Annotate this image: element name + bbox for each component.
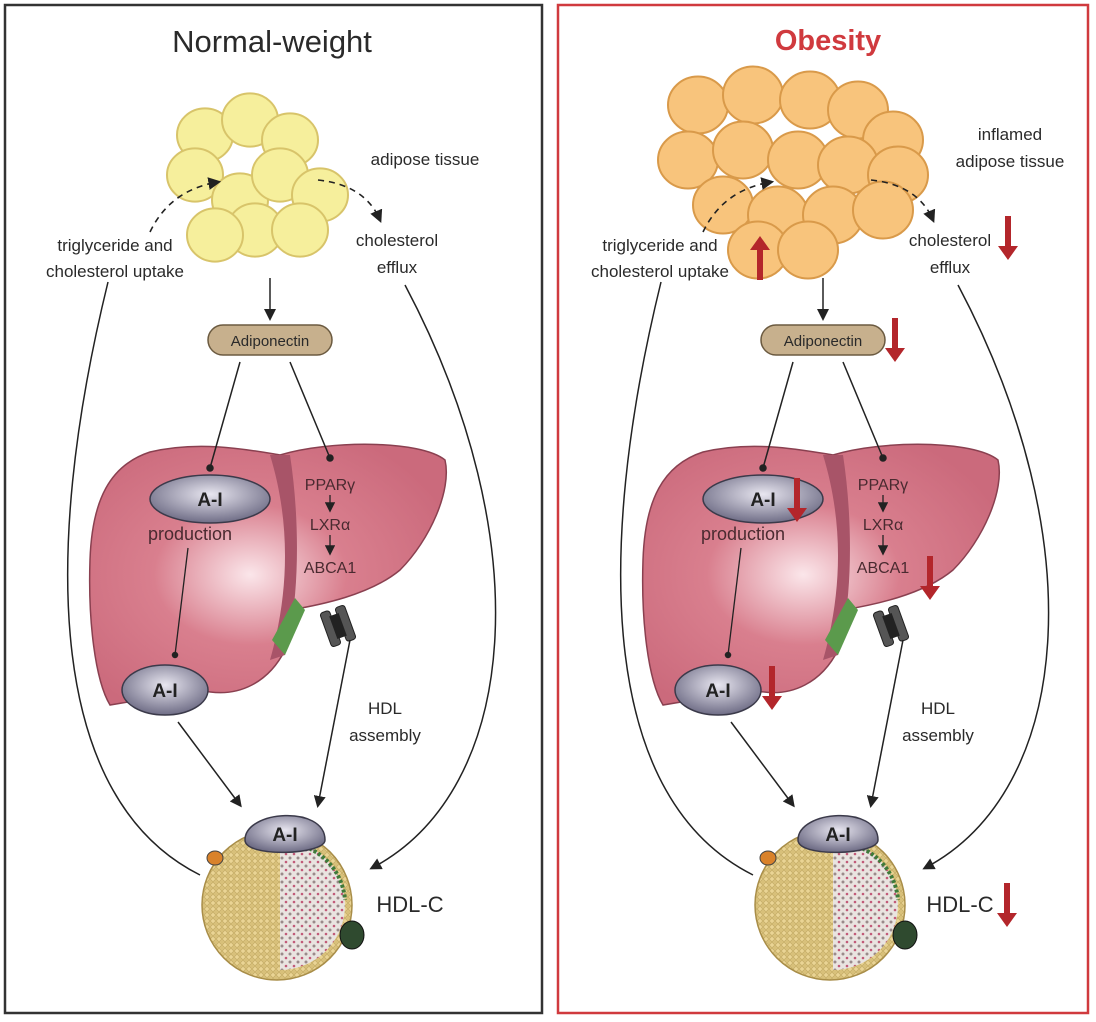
apo-a1-bottom-label: A-I xyxy=(705,681,730,702)
apo-secreted-down-arrow-icon xyxy=(762,666,782,710)
normal-weight-illustration xyxy=(66,92,497,981)
hdl-receptor xyxy=(339,920,365,950)
abca1-transporter xyxy=(872,604,910,648)
apo-a1-top-shape xyxy=(149,474,271,524)
adiponectin-pill xyxy=(760,324,886,356)
hdl-enzyme xyxy=(759,850,777,866)
efflux-label-line1: cholesterol xyxy=(356,231,438,250)
apo-a1-top-label: A-I xyxy=(197,490,222,511)
abca1-label: ABCA1 xyxy=(304,560,357,577)
adiponectin-to-production-arrow xyxy=(206,361,241,472)
adiponectin-down-arrow-icon xyxy=(885,318,905,362)
hdlc-label: HDL-C xyxy=(926,892,993,917)
apo-a1-top-label: A-I xyxy=(750,490,775,511)
adiponectin-to-ppar-arrow xyxy=(842,361,887,462)
apo-a1-bottom-label: A-I xyxy=(152,681,177,702)
gallbladder xyxy=(272,598,305,655)
efflux-curve xyxy=(369,284,497,870)
hdl-enzyme xyxy=(206,850,224,866)
assembly-arrow xyxy=(313,639,351,808)
apo-to-hdl-arrow xyxy=(177,721,242,808)
efflux-label-line2: efflux xyxy=(930,258,971,277)
production-label: production xyxy=(701,524,785,544)
uptake-label-line1: triglyceride and xyxy=(602,236,717,255)
hdl-apo-a1-shape xyxy=(244,814,326,854)
adipocyte xyxy=(186,207,244,263)
obesity-labels: Obesity inflamed adipose tissue triglyce… xyxy=(591,25,1064,917)
abca1-transporter xyxy=(319,604,357,648)
adipocyte xyxy=(271,202,329,258)
production-to-secretion-arrow xyxy=(171,547,189,659)
efflux-curve xyxy=(922,284,1050,870)
hdl-assembly-line1: HDL xyxy=(368,699,402,718)
adipocyte xyxy=(852,180,914,240)
panel-title-normal: Normal-weight xyxy=(172,24,372,59)
tissue-label-line2: adipose tissue xyxy=(956,152,1065,171)
abca1-label: ABCA1 xyxy=(857,560,910,577)
hdlc-down-arrow-icon xyxy=(997,883,1017,927)
uptake-curve xyxy=(66,281,201,876)
apo-to-hdl-arrow xyxy=(730,721,795,808)
adipocyte xyxy=(722,65,784,125)
efflux-label-line2: efflux xyxy=(377,258,418,277)
apo-a1-bottom-shape xyxy=(121,664,209,716)
hdl-apo-a1-shape xyxy=(797,814,879,854)
gallbladder xyxy=(825,598,858,655)
efflux-down-arrow-icon xyxy=(998,216,1018,260)
efflux-dashed-arrow xyxy=(870,179,936,223)
adipocyte xyxy=(777,220,839,280)
uptake-dashed-arrow xyxy=(702,177,775,233)
adiponectin-pill xyxy=(207,324,333,356)
hdl-assembly-line1: HDL xyxy=(921,699,955,718)
hdl-receptor xyxy=(892,920,918,950)
production-to-secretion-arrow xyxy=(724,547,742,659)
hdl-core xyxy=(833,840,898,970)
hdl-core xyxy=(280,840,345,970)
apo-production-down-arrow-icon xyxy=(787,478,807,522)
uptake-up-arrow-icon xyxy=(750,236,770,280)
adiponectin-label: Adiponectin xyxy=(784,333,862,350)
apo-a1-bottom-shape xyxy=(674,664,762,716)
adipose-tissue xyxy=(166,92,349,263)
ppar-label: PPARγ xyxy=(305,477,355,494)
hdl-apo-a1-label: A-I xyxy=(272,825,297,846)
uptake-label-line1: triglyceride and xyxy=(57,236,172,255)
panel-title-obesity: Obesity xyxy=(775,25,881,57)
efflux-label-line1: cholesterol xyxy=(909,231,991,250)
lxr-label: LXRα xyxy=(310,517,350,534)
uptake-dashed-arrow xyxy=(149,177,222,233)
uptake-curve xyxy=(619,281,754,876)
hdl-assembly-line2: assembly xyxy=(349,726,421,745)
abca1-down-arrow-icon xyxy=(920,556,940,600)
adipose-tissue xyxy=(657,65,929,280)
obesity-change-arrows xyxy=(750,216,1018,927)
tissue-label-line1: inflamed xyxy=(978,125,1042,144)
efflux-dashed-arrow xyxy=(317,179,383,223)
adipocyte xyxy=(712,120,774,180)
production-label: production xyxy=(148,524,232,544)
tissue-label: adipose tissue xyxy=(371,150,480,169)
adiponectin-to-ppar-arrow xyxy=(289,361,334,462)
adiponectin-label: Adiponectin xyxy=(231,333,309,350)
adiponectin-to-production-arrow xyxy=(759,361,794,472)
uptake-label-line2: cholesterol uptake xyxy=(46,262,184,281)
ppar-label: PPARγ xyxy=(858,477,908,494)
uptake-label-line2: cholesterol uptake xyxy=(591,262,729,281)
hdl-apo-a1-label: A-I xyxy=(825,825,850,846)
hdl-assembly-line2: assembly xyxy=(902,726,974,745)
assembly-arrow xyxy=(866,639,904,808)
normal-weight-labels: Normal-weight adipose tissue triglycerid… xyxy=(46,24,479,917)
lxr-label: LXRα xyxy=(863,517,903,534)
adipocyte xyxy=(667,75,729,135)
hdlc-label: HDL-C xyxy=(376,892,443,917)
